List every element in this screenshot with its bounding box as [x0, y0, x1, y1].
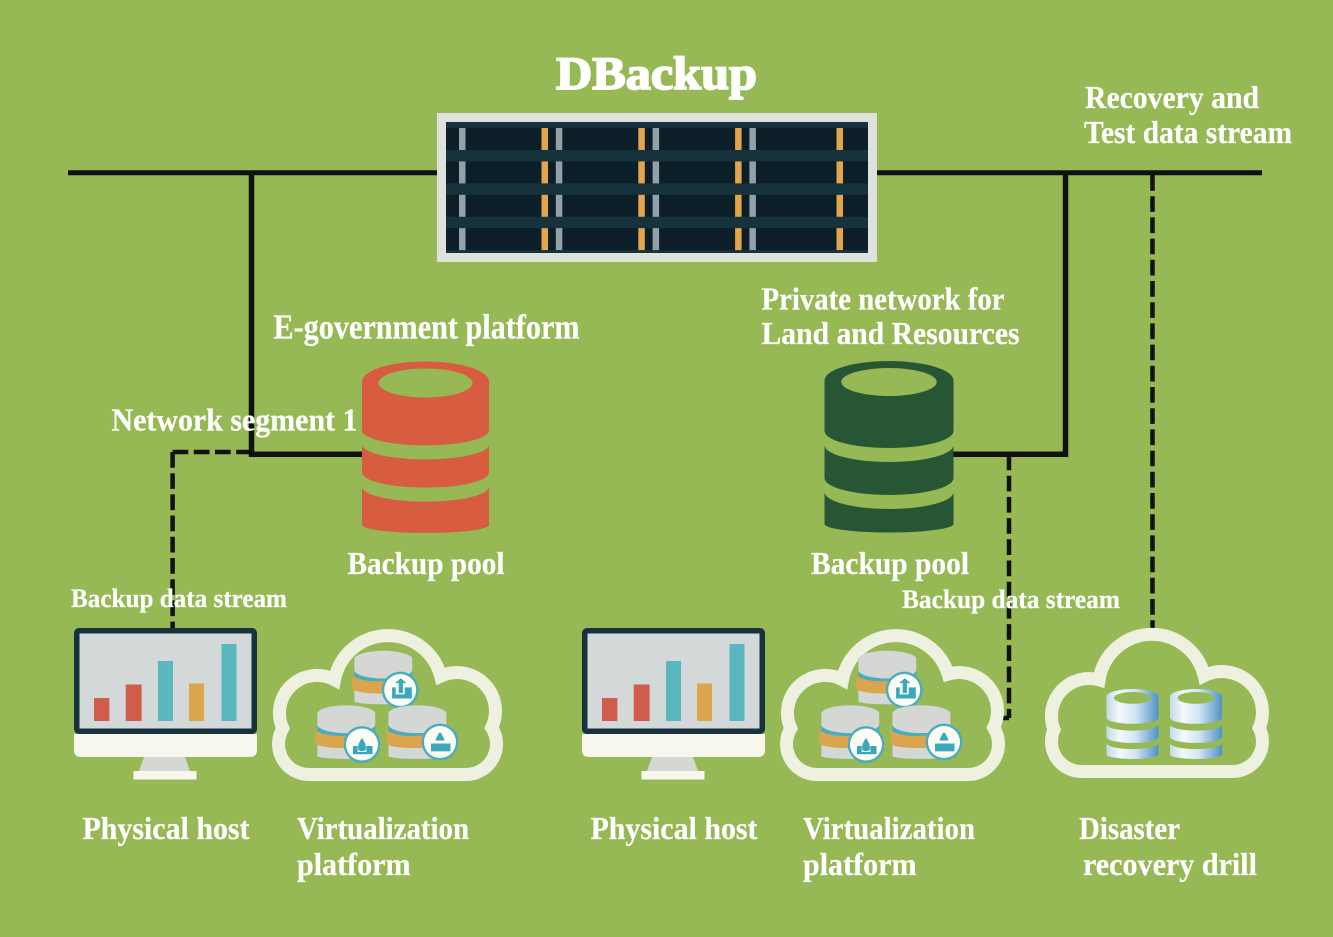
svg-text:Test data stream: Test data stream	[1084, 114, 1292, 150]
svg-text:Backup pool: Backup pool	[811, 545, 969, 581]
svg-text:Land and Resources: Land and Resources	[762, 315, 1020, 351]
svg-text:Disaster: Disaster	[1079, 810, 1180, 846]
svg-text:Recovery and: Recovery and	[1085, 79, 1259, 115]
svg-text:Backup data stream: Backup data stream	[71, 584, 287, 613]
svg-text:Physical host: Physical host	[591, 810, 758, 846]
svg-text:Virtualization: Virtualization	[803, 810, 975, 846]
svg-text:platform: platform	[803, 846, 917, 882]
svg-text:recovery drill: recovery drill	[1083, 846, 1257, 882]
svg-text:Physical host: Physical host	[83, 810, 250, 846]
svg-text:Backup data stream: Backup data stream	[902, 585, 1120, 614]
svg-text:Network segment 1: Network segment 1	[112, 402, 358, 438]
svg-text:E-government platform: E-government platform	[274, 308, 580, 347]
svg-text:Virtualization: Virtualization	[297, 810, 469, 846]
svg-text:Private network for: Private network for	[762, 281, 1005, 317]
svg-text:Backup pool: Backup pool	[348, 545, 505, 581]
svg-text:DBackup: DBackup	[556, 48, 757, 100]
svg-text:platform: platform	[297, 846, 411, 882]
